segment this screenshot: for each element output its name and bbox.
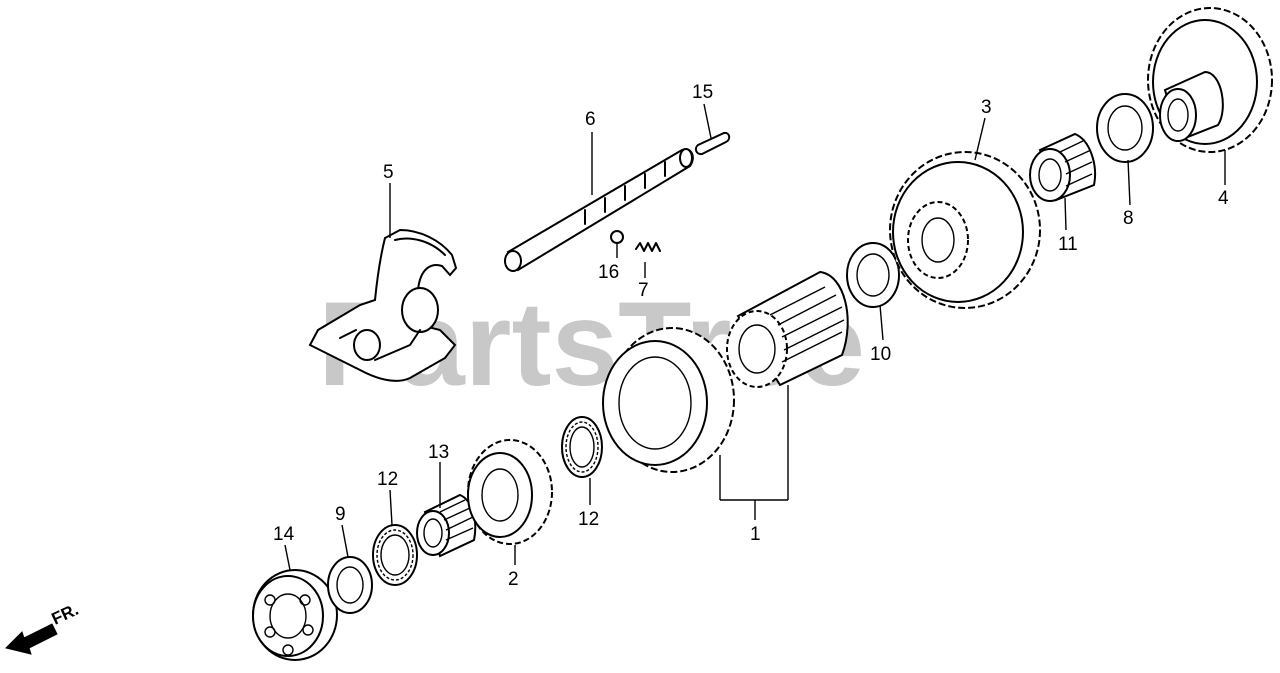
callout-2: 2	[508, 569, 519, 590]
part-washer[interactable]	[327, 556, 373, 614]
part-shift-shaft[interactable]	[504, 148, 694, 272]
part-washer-mid[interactable]	[846, 242, 900, 308]
part-pin[interactable]	[694, 131, 731, 156]
callout-12-left: 12	[377, 469, 398, 490]
part-needle-bearing-right[interactable]	[1029, 132, 1096, 202]
part-thrust-bearing-right[interactable]	[561, 416, 603, 478]
part-ball[interactable]	[610, 230, 624, 244]
callout-11: 11	[1058, 234, 1078, 255]
direction-label: FR.	[49, 600, 82, 629]
callout-7: 7	[638, 280, 649, 301]
direction-arrow-icon	[5, 623, 58, 655]
front-direction-indicator: FR.	[5, 600, 82, 655]
callout-9: 9	[335, 504, 346, 525]
callout-5: 5	[383, 162, 394, 183]
part-washer-right[interactable]	[1096, 93, 1154, 163]
part-shift-fork[interactable]	[308, 228, 458, 382]
part-thrust-bearing-left[interactable]	[372, 524, 418, 586]
part-gear-with-spline-collar[interactable]	[602, 270, 849, 473]
callout-15: 15	[692, 82, 713, 103]
callout-6: 6	[585, 109, 596, 130]
part-spring[interactable]	[635, 242, 661, 252]
callout-12-right: 12	[578, 509, 599, 530]
part-ball-bearing[interactable]	[252, 569, 338, 661]
callout-3: 3	[981, 97, 992, 118]
part-large-gear[interactable]	[889, 151, 1041, 309]
part-gear-with-hub[interactable]	[1147, 7, 1273, 153]
callout-10: 10	[870, 344, 891, 365]
callout-4: 4	[1218, 188, 1229, 209]
callout-16: 16	[598, 262, 619, 283]
callout-13: 13	[428, 442, 449, 463]
callout-14: 14	[273, 524, 295, 545]
leader-lines	[284, 103, 1226, 571]
part-needle-bearing[interactable]	[416, 493, 477, 558]
part-small-gear[interactable]	[467, 439, 553, 545]
callout-1: 1	[750, 524, 761, 545]
callout-8: 8	[1123, 208, 1134, 229]
